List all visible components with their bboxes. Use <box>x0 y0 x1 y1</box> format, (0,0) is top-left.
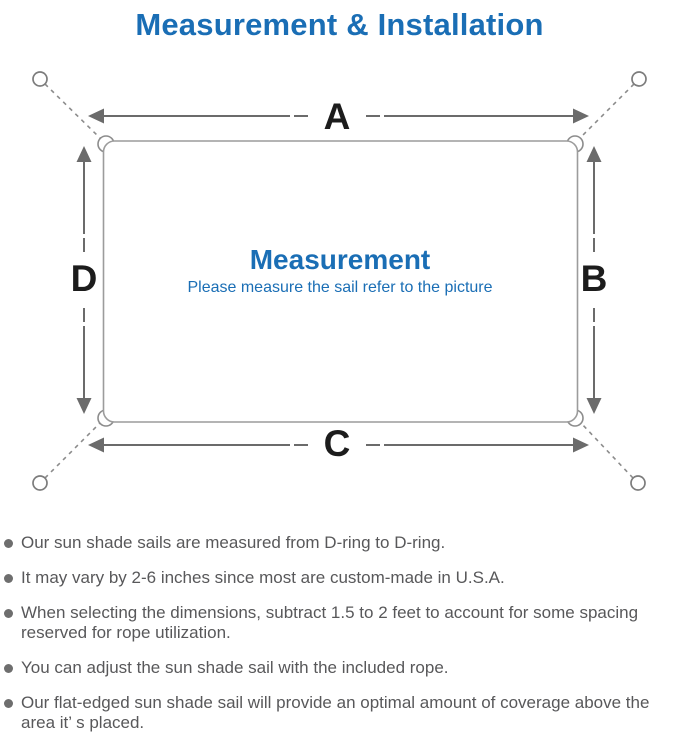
diagram-subheading: Please measure the sail refer to the pic… <box>187 279 492 296</box>
list-item: Our flat-edged sun shade sail will provi… <box>0 693 679 733</box>
sail-outline <box>102 140 579 423</box>
note-text: When selecting the dimensions, subtract … <box>21 603 639 642</box>
tension-line <box>44 422 101 479</box>
arrow-up-icon <box>586 146 602 162</box>
diagram-heading: Measurement <box>250 244 431 275</box>
note-text: Our sun shade sails are measured from D-… <box>21 533 446 552</box>
measurement-diagram: A C D B Measurement Please measure the s… <box>32 71 647 491</box>
bullet-icon <box>4 664 13 673</box>
tension-line <box>44 83 101 139</box>
arrow-right-icon <box>573 437 589 453</box>
page-title: Measurement & Installation <box>135 7 544 42</box>
arrow-left-icon <box>88 437 104 453</box>
arrow-down-icon <box>586 398 602 414</box>
note-text: Our flat-edged sun shade sail will provi… <box>21 693 650 732</box>
anchor-ring-icon <box>631 71 647 87</box>
anchor-ring-icon <box>630 475 646 491</box>
anchor-ring-icon <box>32 71 48 87</box>
note-text: It may vary by 2-6 inches since most are… <box>21 568 505 587</box>
arrow-left-icon <box>88 108 104 124</box>
arrow-up-icon <box>76 146 92 162</box>
notes-list: Our sun shade sails are measured from D-… <box>0 533 679 733</box>
bullet-icon <box>4 539 13 548</box>
list-item: You can adjust the sun shade sail with t… <box>0 658 679 678</box>
dimension-label-d: D <box>71 258 98 299</box>
bullet-icon <box>4 609 13 618</box>
anchor-rings <box>32 71 647 491</box>
bullet-icon <box>4 574 13 583</box>
tension-line <box>580 422 634 479</box>
list-item: When selecting the dimensions, subtract … <box>0 603 679 643</box>
list-item: It may vary by 2-6 inches since most are… <box>0 568 679 588</box>
list-item: Our sun shade sails are measured from D-… <box>0 533 679 553</box>
anchor-ring-icon <box>32 475 48 491</box>
bullet-icon <box>4 699 13 708</box>
dimension-label-c: C <box>324 423 351 464</box>
tension-dashed-lines <box>44 83 635 479</box>
arrow-right-icon <box>573 108 589 124</box>
dimension-label-a: A <box>324 96 351 137</box>
tension-line <box>579 83 635 139</box>
note-text: You can adjust the sun shade sail with t… <box>21 658 449 677</box>
arrow-down-icon <box>76 398 92 414</box>
dimension-label-b: B <box>581 258 608 299</box>
